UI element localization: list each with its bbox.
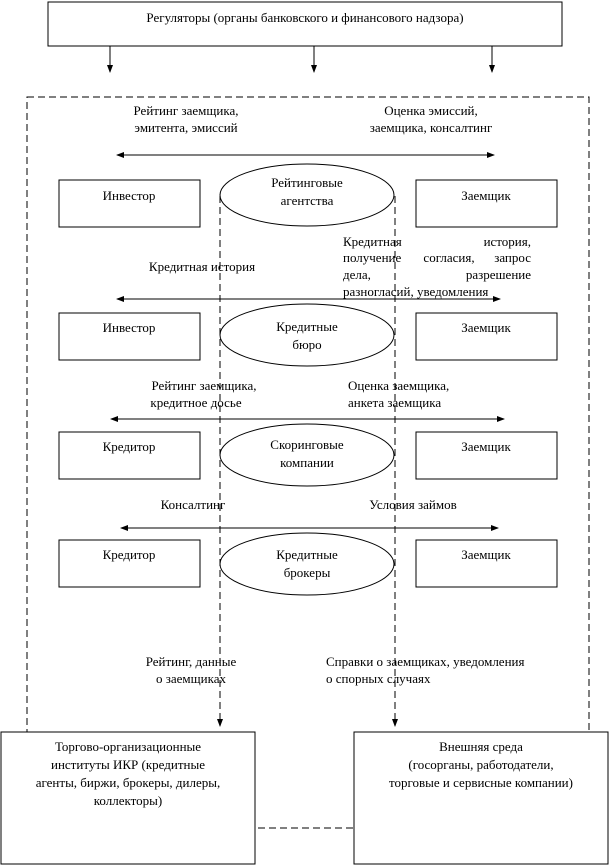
bureau-right-label-3a: дела, [343,267,371,282]
rating-right-label-1: Оценка эмиссий, [384,103,478,118]
credit-bureaus-label-1: Кредитные [276,319,338,334]
rating-left-label-1: Рейтинг заемщика, [134,103,239,118]
bottom-right-label-1: Справки о заемщиках, уведомления [326,654,524,669]
rating-agencies-label-2: агентства [281,193,334,208]
bureau-right-label-2c: запрос [494,250,531,265]
credit-brokers-label-1: Кредитные [276,547,338,562]
scoring-borrower-label: Заемщик [461,439,511,454]
bottom-right-label-2: о спорных случаях [326,671,431,686]
bureau-right-label-4: разногласий, уведомления [343,284,488,299]
bureau-right-label-3b: разрешение [466,267,531,282]
bottom-left-label-2: о заемщиках [156,671,227,686]
external-environment-label-1: Внешняя среда [439,739,523,754]
bureau-right-label-2b: согласия, [423,250,474,265]
bureau-left-label: Кредитная история [149,259,255,274]
bottom-left-label-1: Рейтинг, данные [146,654,237,669]
regulators-label: Регуляторы (органы банковского и финансо… [146,10,463,25]
trade-institutes-label-3: агенты, биржи, брокеры, дилеры, [36,775,221,790]
brokers-lender-label: Кредитор [103,547,156,562]
rating-agencies-label-1: Рейтинговые [271,175,343,190]
scoring-lender-box [58,431,201,480]
external-environment-label-3: торговые и сервисные компании) [389,775,573,790]
bureau-right-label-2a: получение [343,250,401,265]
trade-institutes-box [0,731,256,865]
credit-bureaus-ellipse [219,303,395,367]
bureau-investor-label: Инвестор [103,320,156,335]
bureau-right-label-1a: Кредитная [343,234,402,249]
rating-investor-box [58,179,201,228]
credit-bureaus-label-2: бюро [292,337,321,352]
rating-agencies-ellipse [219,163,395,227]
brokers-right-label: Условия займов [369,497,456,512]
trade-institutes-label-2: институты ИКР (кредитные [51,757,205,772]
scoring-companies-ellipse [219,423,395,487]
brokers-left-label: Консалтинг [161,497,226,512]
bureau-borrower-box [415,312,558,361]
trade-institutes-label-4: коллекторы) [94,793,162,808]
market-boundary [26,96,590,829]
scoring-left-label-2: кредитное досье [150,395,241,410]
credit-brokers-ellipse [219,532,395,596]
scoring-left-label-1: Рейтинг заемщика, [152,378,257,393]
scoring-right-label-2: анкета заемщика [348,395,441,410]
credit-brokers-label-2: брокеры [284,565,331,580]
rating-borrower-label: Заемщик [461,188,511,203]
scoring-companies-label-2: компании [280,455,334,470]
bureau-right-label-1b: история, [484,234,531,249]
rating-borrower-box [415,179,558,228]
scoring-borrower-box [415,431,558,480]
bureau-borrower-label: Заемщик [461,320,511,335]
rating-investor-label: Инвестор [103,188,156,203]
rating-right-label-2: заемщика, консалтинг [370,120,493,135]
bureau-investor-box [58,312,201,361]
scoring-right-label-1: Оценка заемщика, [348,378,449,393]
external-environment-box [353,731,609,865]
rating-left-label-2: эмитента, эмиссий [134,120,237,135]
external-environment-label-2: (госорганы, работодатели, [408,757,553,772]
regulators-box [47,1,563,47]
brokers-borrower-label: Заемщик [461,547,511,562]
scoring-lender-label: Кредитор [103,439,156,454]
brokers-borrower-box [415,539,558,588]
trade-institutes-label-1: Торгово-организационные [55,739,201,754]
brokers-lender-box [58,539,201,588]
scoring-companies-label-1: Скоринговые [270,437,344,452]
